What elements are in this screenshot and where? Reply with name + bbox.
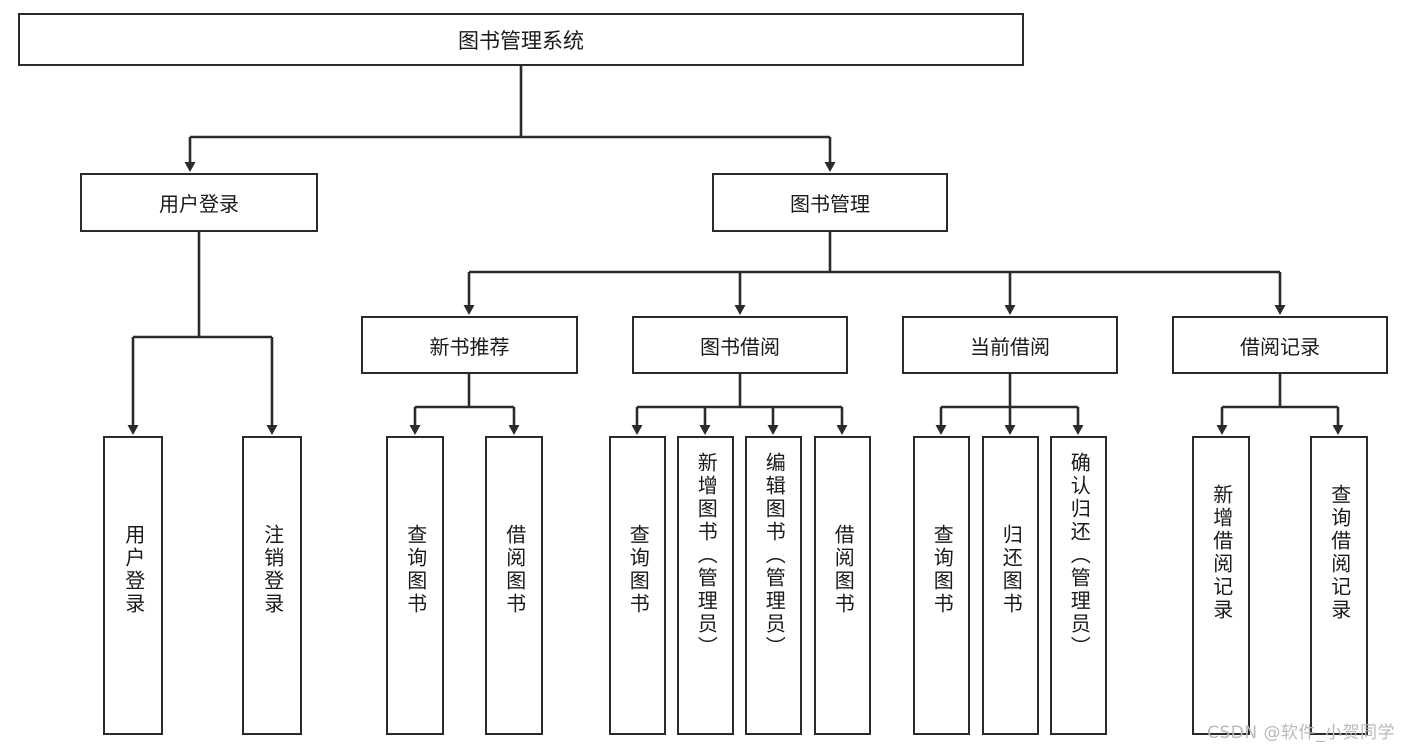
leaf-label: 查询借阅记录: [1327, 484, 1352, 622]
node-label: 图书管理: [790, 192, 870, 216]
leaf-label: 查询图书: [626, 524, 651, 616]
leaf-edit-book-admin[interactable]: 编辑图书（管理员）: [745, 436, 802, 735]
node-book-management[interactable]: 图书管理: [712, 173, 948, 232]
leaf-label: 注销登录: [260, 524, 285, 616]
leaf-return-book[interactable]: 归还图书: [982, 436, 1039, 735]
leaf-label: 借阅图书: [502, 524, 527, 616]
leaf-user-logout[interactable]: 注销登录: [242, 436, 302, 735]
leaf-label: 归还图书: [999, 524, 1024, 616]
leaf-label: 编辑图书（管理员）: [762, 452, 787, 659]
leaf-label: 用户登录: [121, 524, 146, 616]
node-label: 借阅记录: [1240, 334, 1320, 359]
leaf-label: 新增图书（管理员）: [694, 452, 719, 659]
leaf-query-book-borrow[interactable]: 查询图书: [609, 436, 666, 735]
node-label: 当前借阅: [970, 334, 1050, 359]
node-current-borrow[interactable]: 当前借阅: [902, 316, 1118, 374]
leaf-borrow-book-recommend[interactable]: 借阅图书: [485, 436, 543, 735]
leaf-confirm-return-admin[interactable]: 确认归还（管理员）: [1050, 436, 1107, 735]
node-book-borrow[interactable]: 图书借阅: [632, 316, 848, 374]
leaf-label: 查询图书: [930, 524, 955, 616]
node-root[interactable]: 图书管理系统: [18, 13, 1024, 66]
leaf-label: 新增借阅记录: [1209, 484, 1234, 622]
leaf-label: 确认归还（管理员）: [1067, 452, 1092, 659]
leaf-user-login[interactable]: 用户登录: [103, 436, 163, 735]
node-label: 图书借阅: [700, 334, 780, 359]
leaf-query-book-current[interactable]: 查询图书: [913, 436, 970, 735]
leaf-add-borrow-record[interactable]: 新增借阅记录: [1192, 436, 1250, 735]
leaf-label: 查询图书: [403, 524, 428, 616]
node-borrow-records[interactable]: 借阅记录: [1172, 316, 1388, 374]
node-label: 新书推荐: [429, 334, 510, 359]
leaf-query-book-recommend[interactable]: 查询图书: [386, 436, 444, 735]
node-user-login[interactable]: 用户登录: [80, 173, 318, 232]
leaf-label: 借阅图书: [831, 524, 856, 616]
leaf-query-borrow-record[interactable]: 查询借阅记录: [1310, 436, 1368, 735]
leaf-add-book-admin[interactable]: 新增图书（管理员）: [677, 436, 734, 735]
node-new-book-recommend[interactable]: 新书推荐: [361, 316, 578, 374]
csdn-watermark: CSDN @软件_小贺同学: [1207, 723, 1395, 743]
node-root-label: 图书管理系统: [458, 28, 584, 53]
node-label: 用户登录: [159, 192, 239, 216]
leaf-borrow-book[interactable]: 借阅图书: [814, 436, 871, 735]
